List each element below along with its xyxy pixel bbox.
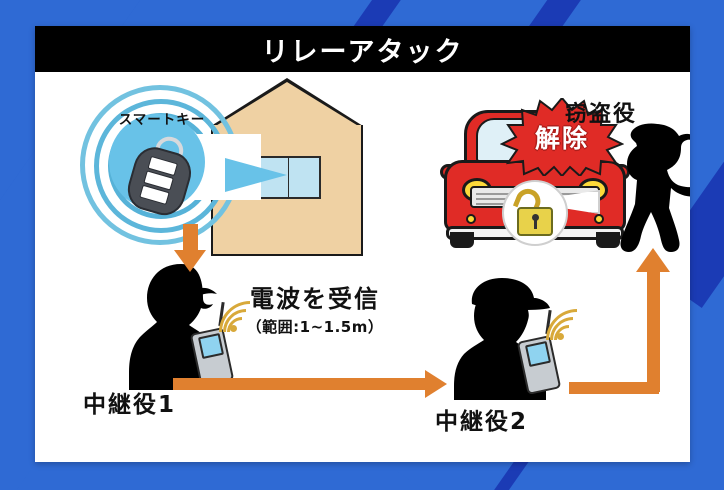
relay1-label: 中継役1 [83,392,177,418]
smart-key-label: スマートキー [118,112,206,128]
receive-signal-caption: 電波を受信 （範囲:1~1.5m） [220,279,410,337]
smart-key-signal-group: スマートキー [75,80,287,250]
car-icon: 解除 [440,98,630,252]
page-title: リレーアタック [261,36,464,68]
radio-waves-1-icon [206,288,294,376]
receive-signal-line2: （範囲:1~1.5m） [246,318,384,336]
key-to-relay1-arrow [183,224,198,256]
infographic-card: リレーアタック [35,26,690,462]
signal-pointer-icon [225,158,287,192]
unlock-burst-badge: 解除 [500,98,624,176]
relay2-to-car-arrowhead [636,248,670,272]
radio-waves-2-icon [533,296,621,384]
receive-signal-line1: 電波を受信 [250,285,380,313]
unlock-burst-text: 解除 [534,124,589,153]
relay2-to-car-arrow-vertical [647,270,660,392]
diagram-canvas: スマートキー 解除 [35,72,690,462]
relay1-to-relay2-arrow [173,378,428,390]
relay2-to-car-arrow-horizontal [569,382,659,394]
title-banner: リレーアタック [35,26,690,72]
key-to-relay1-arrowhead [174,250,206,272]
thief-silhouette-icon [603,116,690,256]
relay1-to-relay2-arrowhead [425,370,447,398]
relay2-label: 中継役2 [435,409,529,435]
unlocked-padlock-icon [502,180,568,246]
thief-label: 窃盗役 [565,102,638,127]
